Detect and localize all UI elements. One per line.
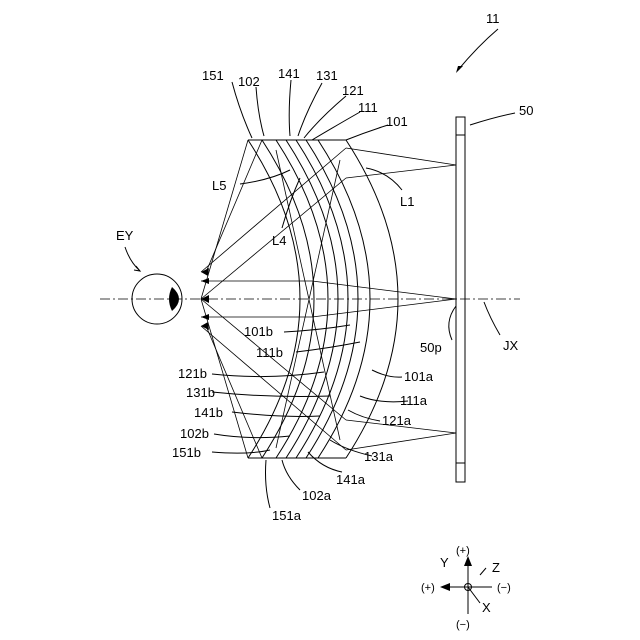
z-arrow-icon [440, 583, 450, 591]
label-151: 151 [202, 68, 224, 83]
y-arrow-icon [464, 556, 472, 566]
pixel-label: 50p [420, 340, 442, 355]
ref-11-label: 11 [486, 11, 500, 26]
display-label: 50 [519, 103, 533, 118]
bottom-leaders [266, 460, 301, 508]
surface-151 [248, 140, 300, 458]
label-121a: 121a [382, 413, 412, 428]
coord-y-label: Y [440, 555, 449, 570]
label-111a: 111a [400, 393, 428, 408]
eye-label: EY [116, 228, 134, 243]
label-111: 111 [358, 100, 378, 115]
left-leaders [212, 372, 330, 453]
label-101b: 101b [244, 324, 273, 339]
label-151b: 151b [172, 445, 201, 460]
display-panel [456, 117, 465, 482]
axis-leader [484, 302, 500, 335]
label-111b: 111b [256, 345, 283, 360]
label-102a: 102a [302, 488, 332, 503]
label-151a: 151a [272, 508, 302, 523]
coord-z-label: Z [492, 560, 500, 575]
label-131b: 131b [186, 385, 215, 400]
label-121b: 121b [178, 366, 207, 381]
label-121: 121 [342, 83, 364, 98]
label-101: 101 [386, 114, 408, 129]
ref-11-leader [458, 29, 498, 70]
ray-label-l4: L4 [272, 233, 286, 248]
label-102: 102 [238, 74, 260, 89]
ray-label-l5: L5 [212, 178, 226, 193]
coord-plus-top: (+) [456, 545, 470, 557]
ref-11-arrowhead [456, 66, 463, 73]
coord-x-label: X [482, 600, 491, 615]
label-141: 141 [278, 66, 300, 81]
label-101a: 101a [404, 369, 434, 384]
coord-minus-bottom: (−) [456, 619, 470, 631]
ray-label-l1: L1 [400, 194, 414, 209]
label-141a: 141a [336, 472, 366, 487]
display-leader [470, 113, 515, 125]
label-131a: 131a [364, 449, 394, 464]
label-131: 131 [316, 68, 338, 83]
ray-leaders [240, 168, 402, 228]
label-141b: 141b [194, 405, 223, 420]
label-102b: 102b [180, 426, 209, 441]
coord-minus-right: (−) [497, 582, 511, 594]
coord-plus-left: (+) [421, 582, 435, 594]
axis-label: JX [503, 338, 519, 353]
